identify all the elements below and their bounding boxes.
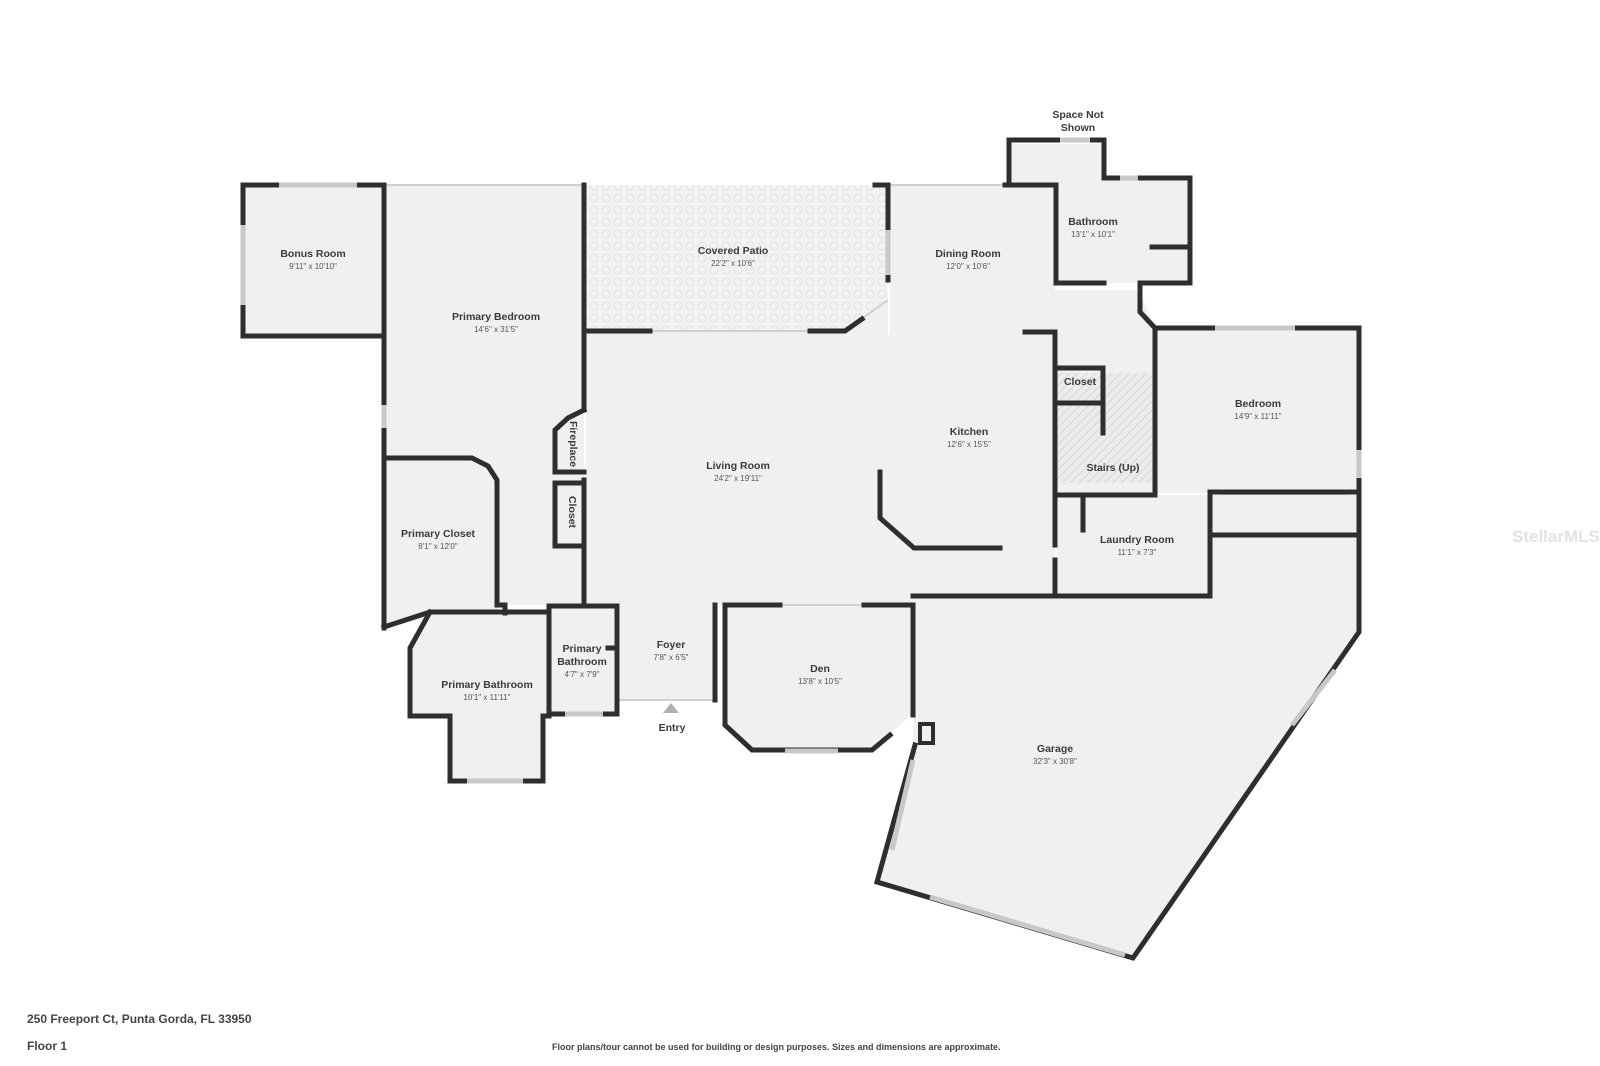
kitchen-island bbox=[877, 469, 1003, 551]
garage-name: Garage bbox=[1037, 743, 1073, 755]
dining-room-name: Dining Room bbox=[935, 248, 1000, 260]
space-not-shown-line2: Shown bbox=[1061, 122, 1095, 134]
den-area bbox=[725, 605, 913, 751]
stairs-area bbox=[1057, 373, 1155, 483]
bathroom-dim: 13'1" x 10'1" bbox=[1071, 230, 1115, 239]
bathroom-outer-walls bbox=[1006, 137, 1193, 286]
laundry-room-dim: 11'1" x 7'3" bbox=[1118, 548, 1157, 557]
bedroom-dim: 14'9" x 11'11" bbox=[1234, 412, 1281, 421]
dining-bathroom-walls bbox=[1002, 182, 1107, 286]
bonus-room-name: Bonus Room bbox=[280, 248, 345, 260]
kitchen-dim: 12'6" x 15'5" bbox=[947, 440, 991, 449]
living-room-name: Living Room bbox=[706, 460, 770, 472]
stellar-mls-watermark: StellarMLS bbox=[1512, 527, 1600, 546]
primary-closet-name: Primary Closet bbox=[401, 528, 476, 540]
floor-label: Floor 1 bbox=[27, 1039, 68, 1053]
closet-top-label: Closet bbox=[1064, 376, 1097, 388]
primary-bathroom-outer bbox=[407, 608, 552, 784]
covered-patio-area bbox=[586, 185, 888, 331]
primary-bathroom-area bbox=[410, 612, 549, 780]
fireplace-wall bbox=[552, 406, 588, 475]
hall-strip-area bbox=[1210, 493, 1359, 535]
primary-bathroom-walls bbox=[380, 609, 552, 719]
bathroom-area bbox=[1009, 144, 1190, 283]
space-not-shown-line1: Space Not bbox=[1052, 109, 1104, 121]
closet-walls bbox=[1052, 365, 1106, 406]
covered-patio-name: Covered Patio bbox=[698, 245, 769, 257]
garage-post bbox=[918, 722, 935, 745]
garage-door bbox=[929, 894, 1126, 958]
entry-arrow-icon bbox=[663, 703, 679, 713]
den-name: Den bbox=[810, 663, 830, 675]
bonus-room-dim: 9'11" x 10'10" bbox=[289, 262, 337, 271]
bathroom-name: Bathroom bbox=[1068, 216, 1118, 228]
stairs-label: Stairs (Up) bbox=[1086, 462, 1139, 474]
patio-corner-wall bbox=[807, 315, 866, 334]
foyer-name: Foyer bbox=[657, 639, 686, 651]
garage-window-left bbox=[889, 759, 916, 851]
bedroom-area bbox=[1157, 328, 1359, 493]
disclaimer: Floor plans/tour cannot be used for buil… bbox=[552, 1042, 1001, 1052]
living-kitchen-area bbox=[586, 300, 1055, 700]
primary-bath-small-dim: 4'7" x 7'9" bbox=[565, 670, 600, 679]
bedroom-name: Bedroom bbox=[1235, 398, 1281, 410]
kitchen-name: Kitchen bbox=[950, 426, 989, 438]
dining-room-dim: 12'0" x 10'6" bbox=[946, 262, 990, 271]
closet-vertical-label: Closet bbox=[566, 496, 578, 529]
living-room-dim: 24'2" x 19'11" bbox=[714, 474, 762, 483]
fireplace-label: Fireplace bbox=[567, 421, 579, 467]
laundry-room-name: Laundry Room bbox=[1100, 534, 1174, 546]
primary-closet-dim: 8'1" x 12'0" bbox=[418, 542, 458, 551]
primary-bedroom-dim: 14'6" x 31'5" bbox=[474, 325, 518, 334]
primary-bath-small-name-line1: Primary bbox=[562, 643, 601, 655]
kitchen-east-wall bbox=[1022, 329, 1058, 548]
property-address: 250 Freeport Ct, Punta Gorda, FL 33950 bbox=[27, 1012, 252, 1026]
garage-outer-walls bbox=[873, 532, 1362, 961]
dining-room-area bbox=[890, 185, 1055, 335]
den-left-walls bbox=[722, 602, 894, 753]
garage-window-right bbox=[1290, 668, 1337, 727]
den-dim: 13'8" x 10'5" bbox=[798, 677, 842, 686]
bonus-room-area bbox=[243, 185, 381, 335]
primary-bedroom-name: Primary Bedroom bbox=[452, 311, 540, 323]
garage-area bbox=[877, 535, 1359, 958]
primary-bath-small-name-line2: Bathroom bbox=[557, 656, 607, 668]
primary-bath-small-area bbox=[550, 606, 617, 714]
stair-hall-corner bbox=[1137, 282, 1159, 332]
primary-closet-area bbox=[384, 458, 496, 628]
primary-bathroom-dim: 10'1" x 11'11" bbox=[463, 693, 510, 702]
primary-bathroom-name: Primary Bathroom bbox=[441, 679, 533, 691]
garage-dim: 32'3" x 30'8" bbox=[1033, 757, 1077, 766]
bedroom-walls bbox=[1054, 325, 1362, 599]
closet-vertical-wall bbox=[552, 480, 587, 549]
covered-patio-dim: 22'2" x 10'6" bbox=[711, 259, 755, 268]
primary-closet-walls bbox=[381, 455, 508, 616]
foyer-dim: 7'8" x 6'5" bbox=[654, 653, 689, 662]
entry-label: Entry bbox=[659, 722, 686, 734]
primary-bedroom-area bbox=[384, 185, 584, 455]
